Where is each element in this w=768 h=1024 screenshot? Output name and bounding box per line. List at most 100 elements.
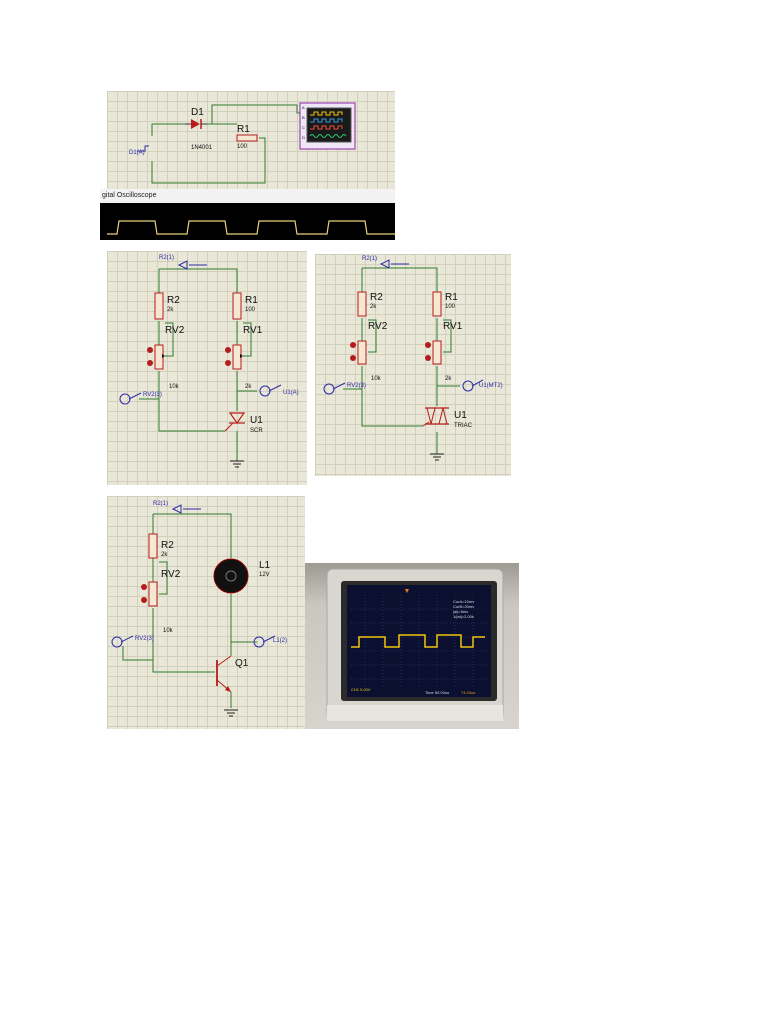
q1-ref: Q1 [235,658,249,669]
resistor-r1[interactable] [236,134,258,142]
scr-circuit-schematic: R2(1) R2 2k R1 100 RV2 10k RV1 2k [119,255,299,468]
r2-ref: R2 [370,292,383,303]
pot-knob-icon [141,584,147,590]
wire [211,104,305,124]
trace-line [107,220,395,235]
transistor-circuit-schematic: R2(1) R2 2k RV2 10k L1 12V RV2(3) L1(2) [111,501,287,717]
ground-icon [230,460,244,468]
pot-knob-icon [147,360,153,366]
ch1-readout: CH1 5.00V [351,687,371,692]
probe-right-label: U1(A) [283,390,299,396]
readout-line-1: CurA=10mv [453,599,474,604]
resistor-r2[interactable] [154,292,164,320]
resistor-symbol-icon [236,134,258,142]
probe-right-icon [253,635,276,648]
scope-trace-line [351,634,485,648]
transistor-circuit-panel: R2(1) R2 2k RV2 10k L1 12V RV2(3) L1(2) [107,496,305,729]
r1-value: 100 [245,307,256,313]
rv1-ref: RV1 [243,325,263,336]
lamp-bulb-icon [213,558,249,594]
triac-u1[interactable] [422,407,449,427]
wire [343,385,460,390]
scr-u1[interactable] [224,412,246,432]
u1-value: SCR [250,428,263,434]
r2-ref: R2 [167,295,180,306]
wire [151,123,189,136]
wire [122,641,257,661]
rv2-value: 10k [163,628,174,634]
trigger-readout: 74.00us [461,690,475,695]
probe-arrow-icon [171,504,201,514]
diode-d1[interactable] [185,119,207,129]
source-label: D1(A) [129,150,145,156]
rv2-ref: RV2 [165,325,185,336]
diode-value-label: 1N4001 [191,145,213,151]
scr-symbol-icon [228,412,246,425]
trigger-marker-icon [405,589,409,593]
oscilloscope-instrument[interactable] [299,102,356,150]
rv2-value: 10k [371,376,382,382]
resistor-r1[interactable] [232,292,242,320]
lamp-l1[interactable] [213,558,249,594]
wire [139,390,257,400]
l1-ref: L1 [259,560,271,571]
r1-ref: R1 [445,292,458,303]
rv2-ref: RV2 [161,569,181,580]
r2-value: 2k [167,307,174,313]
triac-circuit-schematic: R2(1) R2 2k R1 100 RV2 10k RV1 2k RV2(3) [323,256,503,461]
probe-arrow-icon [177,260,207,270]
rv1-ref: RV1 [443,321,463,332]
probe-top-label: R2(1) [153,501,168,507]
pot-knob-icon [225,360,231,366]
ground-icon [224,709,238,717]
r1-ref: R1 [245,295,258,306]
resistor-r2[interactable] [148,533,158,559]
resistor-r2[interactable] [357,291,367,317]
triac-circuit-panel: R2(1) R2 2k R1 100 RV2 10k RV1 2k RV2(3) [315,254,511,476]
scope-channel-d: D [302,135,305,140]
u1-value: TRIAC [454,423,473,429]
l1-value: 12V [259,572,270,578]
u1-ref: U1 [454,410,467,421]
pot-knob-icon [350,355,356,361]
oscilloscope-window[interactable]: gital Oscilloscope [100,189,395,240]
source-generator-icon [137,145,149,152]
wire [152,513,232,646]
pot-knob-icon [141,597,147,603]
wire [165,322,252,357]
time-readout: Time 50.00us [425,690,449,695]
r2-value: 2k [161,552,168,558]
resistor-ref-label: R1 [237,124,250,135]
rv1-value: 2k [445,376,452,382]
potentiometer-rv2[interactable] [141,581,158,607]
diode-symbol-icon [191,119,200,129]
wire [368,319,452,353]
wire [158,268,238,346]
diode-circuit-panel: D1(A) D1 1N4001 R1 100 A B C D [107,91,395,189]
pot-knob-icon [147,347,153,353]
scr-circuit-panel: R2(1) R2 2k R1 100 RV2 10k RV1 2k [107,251,307,485]
diode-circuit-schematic: D1(A) D1 1N4001 R1 100 A B C D [129,102,356,184]
triac-symbol-icon [426,407,436,425]
probe-left-icon [119,392,142,405]
diode-ref-label: D1 [191,107,204,118]
probe-left-icon [111,635,134,648]
pot-knob-icon [225,347,231,353]
readout-line-2: CurB=20mv [453,604,474,609]
ground-icon [430,453,444,461]
potentiometer-rv1[interactable] [425,340,442,365]
transistor-q1[interactable] [216,655,232,693]
probe-left-label: RV2(3) [135,636,154,642]
oscilloscope-photo: CurA=10mv CurB=20mv |at|=5mv 1/|at|=2.00… [305,563,519,729]
wire [152,608,232,708]
potentiometer-rv2[interactable] [350,340,367,365]
scope-channel-b: B [302,115,305,120]
probe-top-label: R2(1) [362,256,377,262]
potentiometer-rv2[interactable] [147,344,165,370]
potentiometer-rv1[interactable] [225,344,243,370]
probe-arrow-icon [379,259,409,269]
probe-right-icon [259,384,282,397]
resistor-value-label: 100 [237,144,248,150]
oscilloscope-photo-drawing: CurA=10mv CurB=20mv |at|=5mv 1/|at|=2.00… [326,568,504,721]
resistor-r1[interactable] [432,291,442,317]
